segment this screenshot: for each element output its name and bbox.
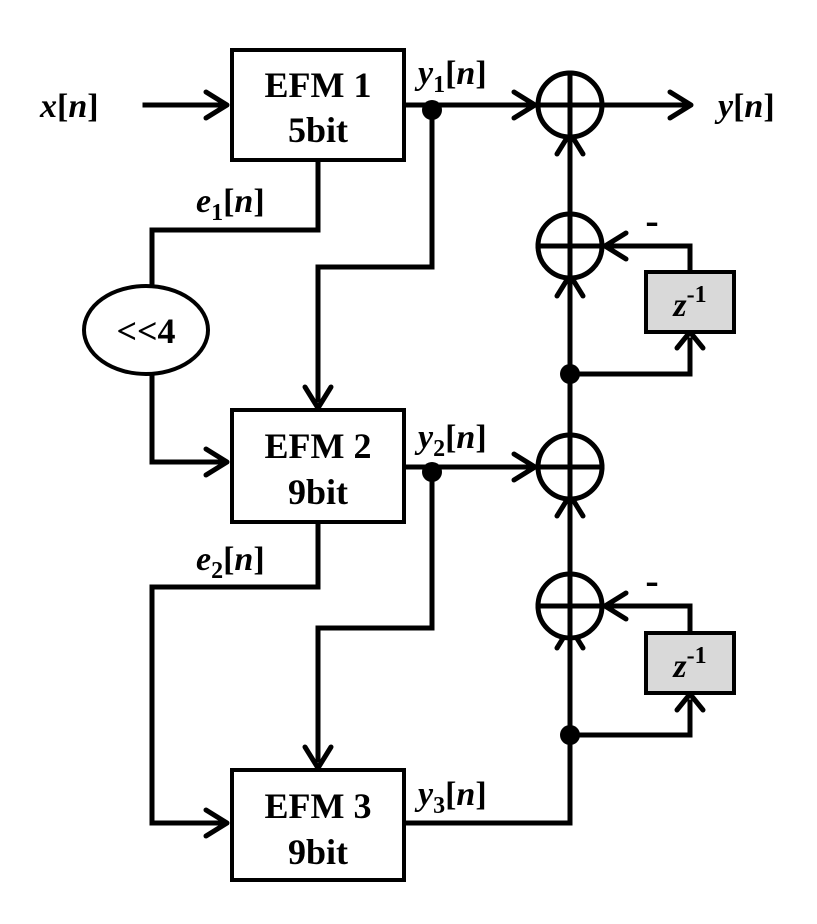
input-arrowhead [203, 89, 230, 121]
y1-to-efm2-wire [315, 107, 435, 403]
efm3-box [230, 768, 406, 882]
e1-wire [149, 157, 321, 288]
efm2-bits: 9bit [288, 472, 348, 512]
delay1-block: z-1 [644, 270, 736, 334]
lower-minus-sign: - [645, 558, 658, 603]
shift-ellipse [82, 284, 210, 376]
e1-label: e1[n] [196, 183, 265, 226]
output-arrowhead [667, 89, 694, 121]
lower-feedback-junction-dot [560, 725, 580, 745]
efm1-box [230, 48, 406, 162]
upper-minus-sign: - [645, 198, 658, 243]
shift-to-efm2-wire [149, 372, 225, 465]
upper-feedback-junction-dot [560, 364, 580, 384]
delay2-output-wire [609, 603, 693, 636]
shift-block: <<4 [82, 284, 210, 376]
y2-junction-dot [422, 462, 442, 482]
efm3-left-arrowhead [203, 807, 230, 839]
efm1-bits: 5bit [288, 110, 348, 150]
efm1-title: EFM 1 [265, 65, 372, 105]
efm3-bits: 9bit [288, 832, 348, 872]
efm3-title: EFM 3 [265, 786, 372, 826]
sum-node-upper-diff [535, 211, 605, 281]
sum-node-middle [535, 432, 605, 502]
efm1-block: EFM 1 5bit [230, 48, 406, 162]
delay1-box [644, 270, 736, 334]
y2-arrowhead [511, 451, 538, 483]
delay1-label: z-1 [672, 282, 706, 324]
efm2-title: EFM 2 [265, 426, 372, 466]
input-label: x[n] [39, 88, 99, 125]
y2-to-efm3-wire [315, 469, 435, 763]
sum-nodes [535, 70, 605, 641]
sum2-right-arrowhead [602, 230, 629, 262]
sum-node-lower-diff [535, 571, 605, 641]
y1-junction-dot [422, 100, 442, 120]
sum-node-output [535, 70, 605, 140]
delay1-input-wire [567, 337, 693, 377]
shift-label: <<4 [116, 311, 175, 351]
y3-wire [401, 632, 573, 826]
delay2-box [644, 631, 736, 695]
e2-label: e2[n] [196, 541, 265, 584]
e2-wire [149, 519, 321, 826]
efm2-box [230, 408, 406, 524]
delay2-block: z-1 [644, 631, 736, 695]
delay1-output-wire [609, 243, 693, 275]
y1-arrowhead [511, 89, 538, 121]
efm3-block: EFM 3 9bit [230, 768, 406, 882]
y2-label: y2[n] [414, 419, 487, 462]
sum4-right-arrowhead [602, 590, 629, 622]
delay2-label: z-1 [672, 643, 706, 685]
delay2-input-wire [567, 699, 693, 738]
y3-label: y3[n] [414, 776, 487, 819]
efm2-left-arrowhead [203, 446, 230, 478]
efm2-block: EFM 2 9bit [230, 408, 406, 524]
output-label: y[n] [714, 88, 775, 125]
junctions [422, 100, 580, 745]
y1-label: y1[n] [414, 55, 487, 98]
